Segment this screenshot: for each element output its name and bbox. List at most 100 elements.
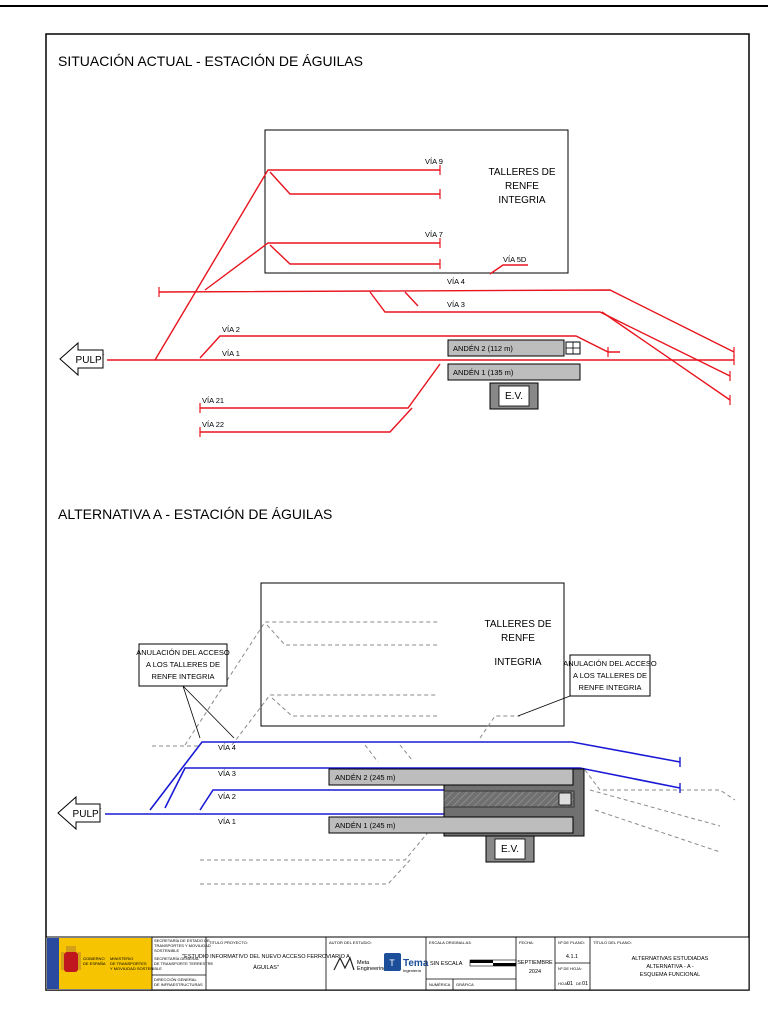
platform-1 bbox=[447, 363, 581, 381]
date-month: SEPTIEMBRE bbox=[517, 960, 553, 966]
note-left-leader-b bbox=[182, 685, 235, 739]
station-label: E.V. bbox=[505, 391, 523, 402]
sheet-number-label: Nº DE HOJA: bbox=[558, 966, 582, 971]
track-via6 bbox=[269, 244, 440, 265]
direction-alt-label: PULPÍ bbox=[73, 807, 102, 820]
section-current: SITUACIÓN ACTUAL - ESTACIÓN DE ÁGUILAS T… bbox=[58, 53, 735, 437]
label-via2: VÍA 2 bbox=[222, 325, 240, 334]
firm1-line2: Engineering bbox=[357, 966, 386, 972]
ministry-line2: DE TRANSPORTES bbox=[110, 961, 147, 966]
workshop-building-alt bbox=[260, 582, 565, 727]
sheet-of: DE bbox=[576, 981, 582, 986]
track-via3-connector bbox=[404, 291, 419, 307]
label-via1-alt: VÍA 1 bbox=[218, 817, 236, 826]
abandoned-track-upper-b bbox=[266, 624, 438, 646]
meta-engineering-logo-icon bbox=[333, 956, 355, 971]
abandoned-right-a bbox=[584, 769, 736, 801]
sheet-total: 01 bbox=[582, 981, 588, 987]
section-current-title: SITUACIÓN ACTUAL - ESTACIÓN DE ÁGUILAS bbox=[58, 53, 363, 69]
scale-graphic-label: GRÁFICA bbox=[456, 982, 474, 987]
date-label: FECHA: bbox=[519, 940, 534, 945]
platform-access-alt bbox=[558, 792, 572, 806]
tema-logo-icon bbox=[384, 953, 401, 971]
plan-title-line2: ALTERNATIVA - A - bbox=[646, 964, 694, 970]
author-label: AUTOR DEL ESTUDIO: bbox=[329, 940, 372, 945]
sheet-number: 01 bbox=[567, 981, 573, 987]
workshop-label-line3: INTEGRIA bbox=[498, 195, 546, 206]
plan-title-line3: ESQUEMA FUNCIONAL bbox=[640, 972, 701, 978]
ministry-line1: MINISTERIO bbox=[110, 956, 133, 961]
workshop-building bbox=[264, 129, 569, 274]
track-via5d bbox=[489, 264, 528, 275]
track-via3 bbox=[369, 291, 731, 377]
plan-number: 4.1.1 bbox=[566, 954, 578, 960]
gov-line2: DE ESPAÑA bbox=[83, 961, 106, 966]
abandoned-right-b bbox=[589, 789, 721, 827]
dg-line2: DE INFRAESTRUCTURAS bbox=[154, 982, 203, 987]
label-via7: VÍA 7 bbox=[425, 230, 443, 239]
platform-2-alt bbox=[328, 768, 574, 786]
track-via9 bbox=[154, 169, 440, 361]
note-right-leader bbox=[517, 695, 571, 717]
note-right-line3: RENFE INTEGRIA bbox=[579, 683, 642, 692]
sec-line1: SECRETARÍA DE ESTADO DE bbox=[154, 938, 210, 943]
title-block: GOBIERNO DE ESPAÑA MINISTERIO DE TRANSPO… bbox=[45, 936, 750, 991]
scale-value: SIN ESCALA bbox=[430, 961, 463, 967]
label-via1: VÍA 1 bbox=[222, 349, 240, 358]
note-right-line1: ANULACIÓN DEL ACCESO bbox=[563, 659, 657, 668]
abandoned-track-mid bbox=[231, 694, 438, 746]
abandoned-track-upper bbox=[184, 621, 438, 746]
section-alt-title: ALTERNATIVA A - ESTACIÓN DE ÁGUILAS bbox=[58, 506, 332, 522]
abandoned-connector-a bbox=[364, 744, 379, 763]
svg-text:T: T bbox=[389, 958, 395, 968]
scale-label: ESCALA ORIGINAL A3: bbox=[429, 940, 472, 945]
section-alternative: ALTERNATIVA A - ESTACIÓN DE ÁGUILAS TALL… bbox=[57, 506, 736, 885]
label-via4: VÍA 4 bbox=[447, 277, 465, 286]
plan-title-label: TÍTULO DEL PLANO: bbox=[593, 940, 632, 945]
plan-title-line1: ALTERNATIVAS ESTUDIADAS bbox=[632, 956, 709, 962]
direction-arrow-pulpi bbox=[59, 341, 104, 377]
track-via3-alt bbox=[164, 767, 681, 809]
firm1-line1: Meta bbox=[357, 960, 370, 966]
abandoned-right-c bbox=[594, 809, 721, 853]
label-via21: VÍA 21 bbox=[202, 396, 224, 405]
note-left-leader-a bbox=[182, 685, 201, 739]
scale-bar-icon bbox=[469, 959, 517, 967]
label-via5d: VÍA 5D bbox=[503, 255, 527, 264]
track-via7 bbox=[204, 242, 440, 291]
workshop-alt-line3: INTEGRIA bbox=[494, 657, 542, 668]
platform-2 bbox=[447, 339, 565, 357]
platform-1-alt-label: ANDÉN 1 (245 m) bbox=[335, 821, 396, 830]
workshop-alt-line2: RENFE bbox=[501, 633, 535, 644]
workshop-label-line1: TALLERES DE bbox=[488, 167, 555, 178]
note-left-box bbox=[138, 643, 228, 687]
label-via3-alt: VÍA 3 bbox=[218, 769, 236, 778]
note-left-line2: A LOS TALLERES DE bbox=[146, 660, 220, 669]
dg-line1: DIRECCIÓN GENERAL bbox=[154, 977, 197, 982]
scale-numeric-label: NUMÉRICA bbox=[429, 982, 451, 987]
eu-flag-icon bbox=[47, 938, 59, 989]
firm2-subtitle: Ingeniería bbox=[403, 968, 422, 973]
workshop-label-line2: RENFE bbox=[505, 181, 539, 192]
note-right-line2: A LOS TALLERES DE bbox=[573, 671, 647, 680]
label-via3: VÍA 3 bbox=[447, 300, 465, 309]
label-via22: VÍA 22 bbox=[202, 420, 224, 429]
abandoned-track-5d bbox=[479, 715, 520, 739]
sg-line1: SECRETARÍA GENERAL bbox=[154, 956, 200, 961]
date-year: 2024 bbox=[529, 969, 541, 975]
track-via21 bbox=[200, 363, 441, 409]
track-via4 bbox=[158, 289, 735, 353]
plan-number-label: Nº DE PLANO: bbox=[558, 940, 585, 945]
track-via2 bbox=[199, 335, 620, 359]
workshop-alt-line1: TALLERES DE bbox=[484, 619, 551, 630]
track-via4-alt bbox=[149, 741, 681, 811]
platform-1-label: ANDÉN 1 (135 m) bbox=[453, 368, 514, 377]
firm2-name: Tema bbox=[403, 958, 429, 969]
sec-line2: TRANSPORTES Y MOVILIDAD bbox=[154, 943, 211, 948]
label-via2-alt: VÍA 2 bbox=[218, 792, 236, 801]
direction-arrow-pulpi-alt bbox=[57, 795, 101, 831]
project-title-line2: ÁGUILAS" bbox=[253, 964, 279, 971]
abandoned-siding-22 bbox=[200, 859, 411, 885]
sec-line3: SOSTENIBLE bbox=[154, 948, 179, 953]
